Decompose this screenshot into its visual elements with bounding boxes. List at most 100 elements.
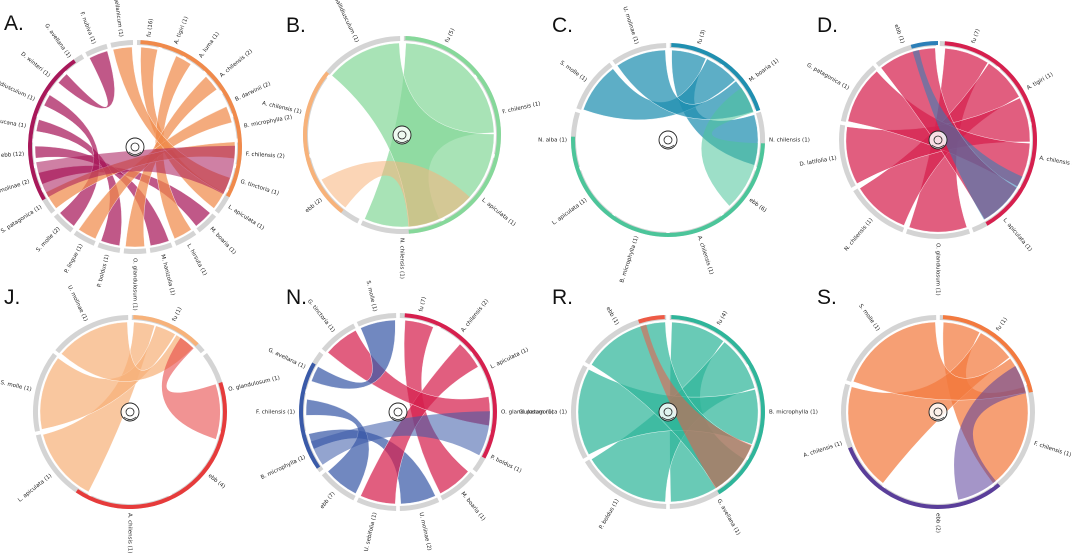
node-label: Ch. pallidiusculum (1) xyxy=(328,0,359,44)
chord-ribbon xyxy=(321,160,470,227)
node-label: L. apiculata (1) xyxy=(490,347,530,370)
node-label: S. molle (1) xyxy=(559,60,588,83)
group-arc xyxy=(910,41,938,49)
node-label: A. araucana (1) xyxy=(0,116,26,130)
ring-segment xyxy=(196,213,217,233)
ring-segment xyxy=(840,65,877,122)
node-label: P. lingue (1) xyxy=(64,243,85,274)
node-label: F. chilensis (1) xyxy=(1033,441,1072,459)
panel-c: C.fu (3)M. boaria (1)N. chilensis (1)ebb… xyxy=(536,0,810,284)
chord-svg: fu (1)F. chilensis (1)ebb (2)A. chilensi… xyxy=(803,303,1072,533)
node-label: P. boldus (1) xyxy=(598,498,620,530)
node-label: G. avellana (1) xyxy=(267,347,306,370)
node-label: G. patagonica (1) xyxy=(806,62,851,91)
node-label: A. chilensis (2) xyxy=(460,298,490,333)
ring-segment xyxy=(53,213,74,233)
chord-ribbon xyxy=(125,76,218,248)
node-label: L. apiculata (1) xyxy=(227,204,265,231)
node-label: L. apiculata (1) xyxy=(17,473,53,504)
node-label: D. winteri (1) xyxy=(19,51,51,79)
chord-ribbon xyxy=(954,365,1027,500)
panel-letter: B. xyxy=(286,14,306,37)
ring-segment xyxy=(999,65,1036,122)
ring-segment xyxy=(123,248,147,254)
ring-segment xyxy=(612,43,667,65)
node-label: L. apiculata (1) xyxy=(480,197,516,228)
node-label: L. apiculata (1) xyxy=(1002,217,1033,253)
eye-drops-icon xyxy=(392,125,412,145)
node-label: U. molinae (1) xyxy=(66,285,88,323)
node-label: A. chilensis (1) xyxy=(261,101,302,116)
chord-svg: fu (7)A. chilensis (2)L. apiculata (1)O.… xyxy=(256,280,554,552)
node-label: B. darwinii (2) xyxy=(234,81,271,103)
panel-d: D.fu (7)A. tigiri (1)A. chilensis (2)L. … xyxy=(799,0,1072,296)
ring-segment xyxy=(853,188,905,233)
chord-ribbon xyxy=(671,49,759,166)
node-label: ebb (6) xyxy=(748,197,768,214)
ring-segment xyxy=(171,434,225,499)
node-label: O. glandulosum (1) xyxy=(132,258,138,311)
node-label: fu (4) xyxy=(716,310,729,326)
node-label: L. apiculata (1) xyxy=(551,197,588,226)
node-label: F. chilensis (1) xyxy=(256,410,295,416)
panel-letter: R. xyxy=(552,286,573,309)
ring-segment xyxy=(149,242,173,253)
node-label: M. boaria (1) xyxy=(208,226,236,256)
node-label: R. magellanicum (1) xyxy=(111,0,124,37)
neuron-icon xyxy=(388,402,408,422)
node-label: B. microphylla (1) xyxy=(769,410,818,416)
node-label: D. latifolia (1) xyxy=(799,155,837,167)
panel-s: S.fu (1)F. chilensis (1)ebb (2)A. chilen… xyxy=(803,277,1072,553)
node-label: A. tigiri (1) xyxy=(174,16,190,45)
ring-segment xyxy=(584,459,667,509)
group-arc xyxy=(133,315,199,347)
node-label: fu (1) xyxy=(172,306,184,322)
ring-segment xyxy=(356,313,397,327)
chord-svg: fu (4) B. microphylla (1) G. avellana (1) P… xyxy=(519,306,818,536)
ring-segment xyxy=(325,36,401,75)
node-label: G. patagonica (1) xyxy=(519,410,567,416)
ring-segment xyxy=(723,170,760,218)
node-label: B. microphylla (1) xyxy=(260,454,307,481)
node-label: A. chilensis (1) xyxy=(696,235,714,275)
chord-ribbon xyxy=(310,411,490,465)
group-arc xyxy=(404,313,497,459)
ring-segment xyxy=(1020,124,1037,188)
ring-segment xyxy=(839,124,856,188)
bacteria-icon xyxy=(120,402,140,422)
node-label: F. nubiva (1) xyxy=(78,11,96,45)
chord-ribbon xyxy=(912,50,1023,220)
chord-ribbon xyxy=(311,319,396,390)
node-label: L. hirsuta (1) xyxy=(185,243,207,277)
node-label: ebb (1) xyxy=(605,306,620,326)
ring-segment xyxy=(846,315,937,382)
ring-segment xyxy=(33,352,57,432)
node-label: N. chilensis (1) xyxy=(769,138,810,144)
node-label: M. boaria (1) xyxy=(748,58,780,84)
chord-svg: fu (5)F. chilensis (1)L. apiculata (1)N.… xyxy=(261,0,541,279)
nose-eye-ear-icon xyxy=(928,402,948,422)
node-label: fu (7) xyxy=(971,28,982,44)
node-label: G. avellana (1) xyxy=(715,498,740,536)
node-label: U. molinae (2) xyxy=(418,512,433,551)
intestine-icon xyxy=(125,137,145,157)
node-label: S. patagonica (1) xyxy=(0,204,43,234)
ring-segment xyxy=(174,230,197,246)
ring-segment xyxy=(73,230,96,246)
chord-svg: fu (3)M. boaria (1)N. chilensis (1)ebb (… xyxy=(538,6,810,284)
node-label: A. chilensis (2) xyxy=(1039,155,1072,168)
lungs-icon xyxy=(658,402,678,422)
node-label: fu (1) xyxy=(995,317,1009,333)
ring-segment xyxy=(576,170,613,218)
ring-segment xyxy=(55,315,129,354)
node-label: U. molinae (1) xyxy=(621,6,639,45)
heart-icon xyxy=(658,130,678,150)
panel-letter: S. xyxy=(817,286,837,309)
node-label: S. molle (1) xyxy=(857,303,880,332)
node-label: A. chilensis (1) xyxy=(127,513,133,553)
group-arc xyxy=(942,315,1033,393)
node-label: ebb (12) xyxy=(1,151,25,158)
node-label: fu (7) xyxy=(418,296,427,312)
chord-ribbon xyxy=(305,399,370,494)
